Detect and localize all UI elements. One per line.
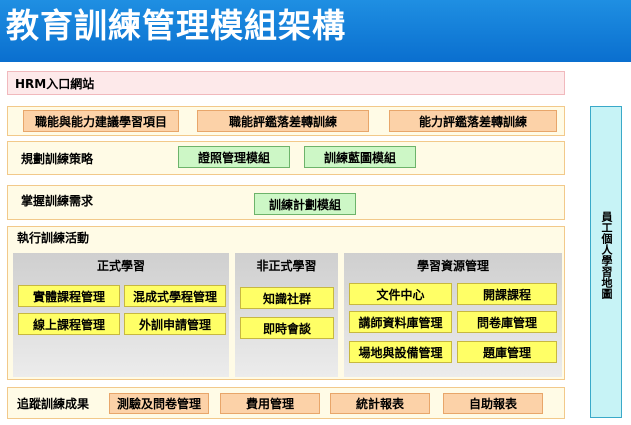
competency-panel: 職能與能力建議學習項目 職能評鑑落差轉訓練 能力評鑑落差轉訓練 [7, 106, 565, 136]
knowledge-community-box[interactable]: 知識社群 [240, 287, 334, 309]
blended-program-box[interactable]: 混成式學程管理 [124, 285, 226, 307]
execute-label: 執行訓練活動 [17, 231, 90, 245]
instructor-database-box[interactable]: 講師資料庫管理 [349, 311, 452, 333]
results-label: 追蹤訓練成果 [17, 397, 90, 411]
formal-learning-title: 正式學習 [96, 259, 145, 273]
informal-learning-group: 非正式學習 知識社群 即時會談 [235, 253, 338, 377]
header-banner: 教育訓練管理模組架構 [0, 0, 631, 62]
competency-learning-item-box[interactable]: 職能與能力建議學習項目 [23, 110, 179, 132]
hrm-portal-label: HRM入口網站 [15, 77, 95, 91]
execute-panel: 執行訓練活動 正式學習 實體課程管理 混成式學程管理 線上課程管理 外訓申請管理… [7, 226, 565, 380]
page-title: 教育訓練管理模組架構 [6, 6, 346, 45]
instant-talk-box[interactable]: 即時會談 [240, 317, 334, 339]
certificate-module-box[interactable]: 證照管理模組 [178, 146, 290, 168]
questionnaire-library-box[interactable]: 問卷庫管理 [457, 311, 557, 333]
online-course-box[interactable]: 線上課程管理 [18, 313, 120, 335]
results-panel: 追蹤訓練成果 測驗及問卷管理 費用管理 統計報表 自助報表 [7, 387, 565, 419]
competency-gap-training-box[interactable]: 職能評鑑落差轉訓練 [197, 110, 369, 132]
training-blueprint-module-box[interactable]: 訓練藍圖模組 [304, 146, 416, 168]
exam-questionnaire-box[interactable]: 測驗及問卷管理 [109, 393, 209, 414]
formal-learning-group: 正式學習 實體課程管理 混成式學程管理 線上課程管理 外訓申請管理 [13, 253, 229, 377]
strategy-panel: 規劃訓練策略 證照管理模組 訓練藍圖模組 [7, 141, 565, 175]
open-course-box[interactable]: 開課課程 [457, 283, 557, 305]
hrm-portal-panel: HRM入口網站 [7, 71, 565, 95]
question-bank-box[interactable]: 題庫管理 [457, 341, 557, 363]
external-training-box[interactable]: 外訓申請管理 [124, 313, 226, 335]
document-center-box[interactable]: 文件中心 [349, 283, 452, 305]
learning-map-side-panel[interactable]: 員工個人學習地圖 [590, 106, 622, 418]
venue-equipment-box[interactable]: 場地與設備管理 [349, 341, 452, 363]
self-service-report-box[interactable]: 自助報表 [443, 393, 543, 414]
needs-panel: 掌握訓練需求 訓練計劃模組 [7, 185, 565, 220]
training-plan-module-box[interactable]: 訓練計劃模組 [254, 193, 356, 215]
informal-learning-title: 非正式學習 [256, 259, 317, 273]
expense-management-box[interactable]: 費用管理 [220, 393, 320, 414]
learning-resources-group: 學習資源管理 文件中心 開課課程 講師資料庫管理 問卷庫管理 場地與設備管理 題… [344, 253, 562, 377]
statistics-report-box[interactable]: 統計報表 [330, 393, 430, 414]
ability-gap-training-box[interactable]: 能力評鑑落差轉訓練 [389, 110, 557, 132]
learning-map-label: 員工個人學習地圖 [600, 211, 613, 299]
needs-label: 掌握訓練需求 [21, 194, 94, 208]
strategy-label: 規劃訓練策略 [21, 152, 94, 166]
learning-resources-title: 學習資源管理 [416, 259, 489, 273]
physical-course-box[interactable]: 實體課程管理 [18, 285, 120, 307]
